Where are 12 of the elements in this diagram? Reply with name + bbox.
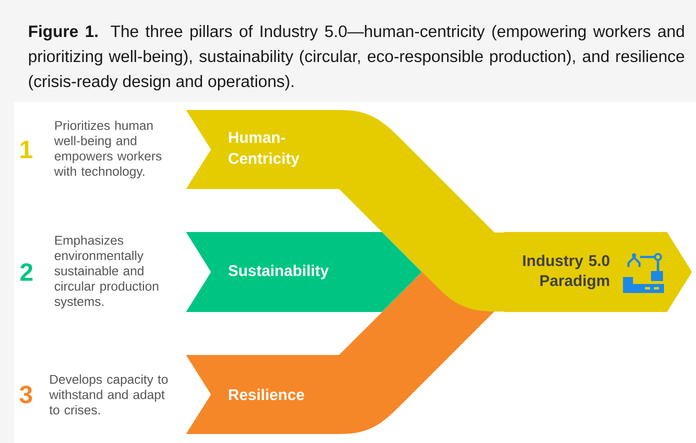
node-label: Resilience xyxy=(229,388,304,400)
node-label: Human-Centricity xyxy=(228,132,300,167)
chevron-band: Sustainability xyxy=(186,232,422,312)
merging-ribbons xyxy=(334,110,506,434)
description-text: Emphasizes environmentally sustainable and circular production systems. xyxy=(54,235,158,309)
step-number: 2 xyxy=(20,263,32,281)
figure-caption: Figure 1. The three pillars of Industry 5.0—human-centricity (empowering workers and prioritizing well-being), sustainability (circular, eco-responsible production), and resilience (crisis-ready design and operations). xyxy=(29,25,684,90)
step-number: 1 xyxy=(20,140,32,158)
node-label: Industry 5.0 Paradigm xyxy=(523,254,610,290)
description-text: Prioritizes human well-being and empowers workers with technology. xyxy=(54,120,162,178)
step-number: 3 xyxy=(20,386,32,404)
description-text: Develops capacity to withstand and adapt to crises. xyxy=(49,374,168,414)
